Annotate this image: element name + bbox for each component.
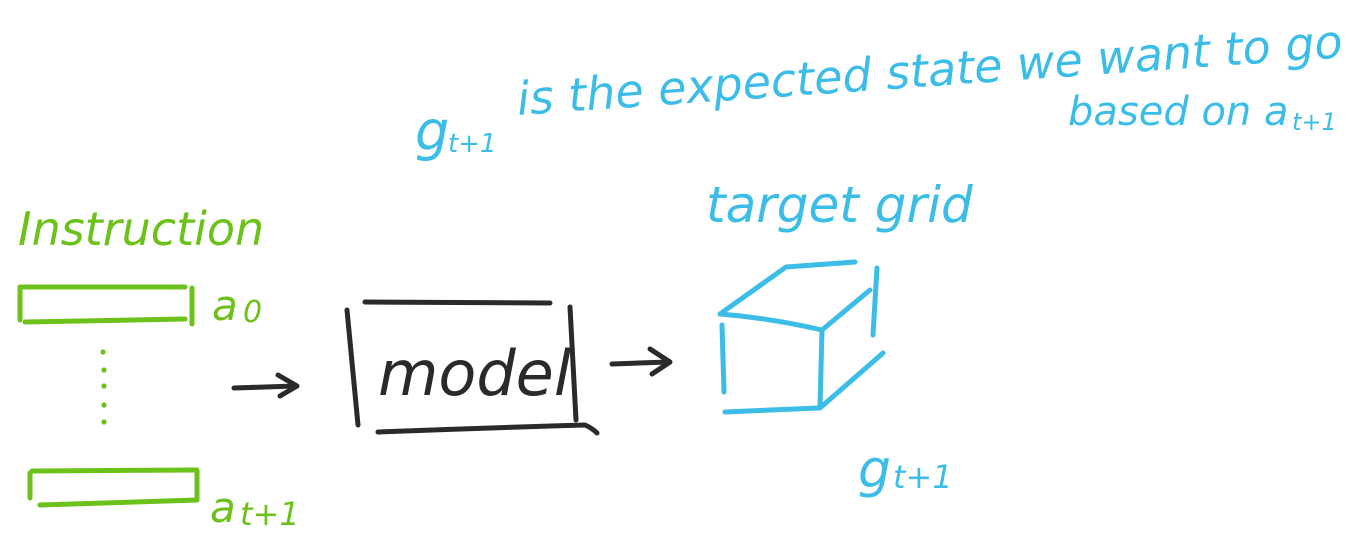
annotation-line2-text: based on a xyxy=(1068,89,1289,135)
ellipsis-dot xyxy=(100,349,106,355)
annotation-line2-subscript: t+1 xyxy=(1292,108,1337,136)
ellipsis-dot xyxy=(101,367,107,373)
last-action-subscript: t+1 xyxy=(240,495,300,533)
ellipsis-dot xyxy=(101,383,107,389)
input-arrow xyxy=(231,372,300,399)
first-action-box xyxy=(17,284,195,327)
last-action-label: a xyxy=(210,483,236,532)
instruction-group: Instruction a 0 a t+1 xyxy=(17,202,300,533)
target-grid-group: target grid g t+1 xyxy=(706,176,973,500)
first-action-label: a xyxy=(212,281,238,330)
model-box: model xyxy=(344,299,600,436)
ellipsis-dot xyxy=(101,402,107,408)
grid-symbol-subscript: t+1 xyxy=(893,458,953,496)
annotation-g-subscript: t+1 xyxy=(448,129,497,159)
instruction-label: Instruction xyxy=(18,202,264,256)
ellipsis-dot xyxy=(101,419,107,425)
grid-symbol-label: g xyxy=(858,440,891,500)
last-action-box xyxy=(27,467,200,508)
annotation-g-symbol: g xyxy=(415,100,449,163)
model-label: model xyxy=(378,337,571,410)
ellipsis-dots xyxy=(100,349,107,425)
output-arrow xyxy=(609,346,673,377)
target-cube xyxy=(717,259,886,415)
target-grid-label: target grid xyxy=(706,176,973,234)
annotation: g t+1 is the expected state we want to g… xyxy=(415,14,1344,163)
first-action-subscript: 0 xyxy=(243,295,262,330)
